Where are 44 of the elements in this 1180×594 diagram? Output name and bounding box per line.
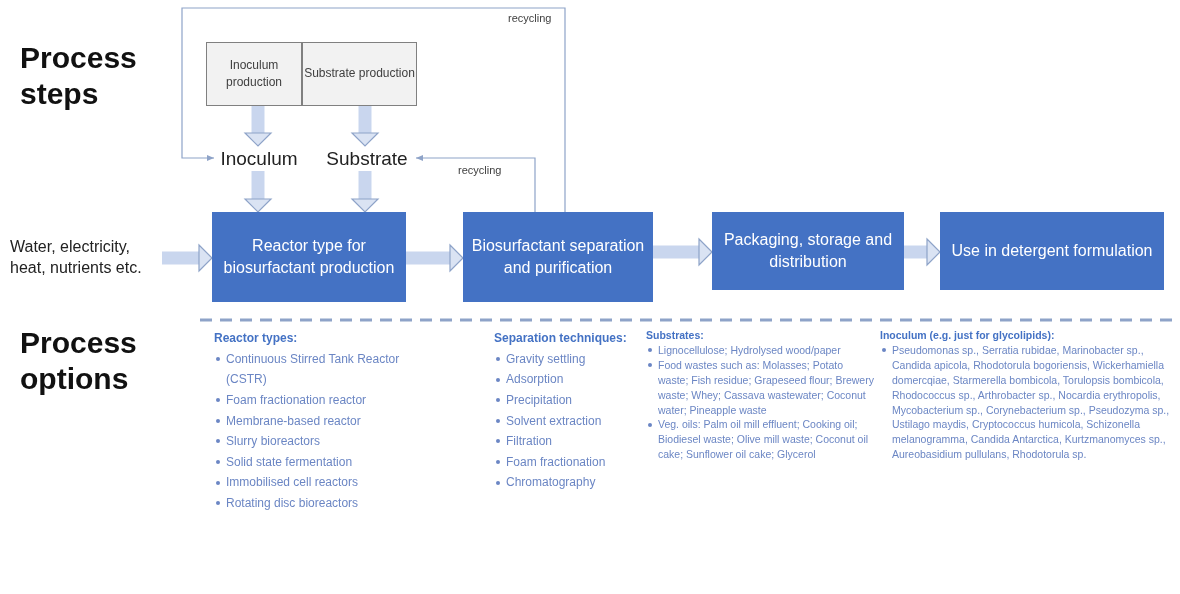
list-item: Veg. oils: Palm oil mill effluent; Cooking oil; Biodiesel waste; Olive mill waste; Coconut oil cake; Sunflower oil cake; Glycerol bbox=[658, 417, 870, 463]
list-item: Membrane-based reactor bbox=[226, 412, 362, 430]
list-item: Adsorption bbox=[506, 371, 565, 389]
edge-label: recycling bbox=[456, 164, 504, 176]
list-item: Pseudomonas sp., Serratia rubidae, Marinobacter sp., Candida apicola, Rhodotorula bogoriensis, Wickerhamiella domercqiae, Starmerella bombicola, Torulopsis bombicola, Rhodococcus sp., Arthrobacter sp., Nocardia erythropolis, Mycobacterium sp., Corynebacterium sp., Pseudozyma sp., Ustilago maydis, Cryptococcus humicola, Schizonella melanogramma, Candida Antarctica, Kurtzmanomyces sp., Aureobasidium pullulans, Rhodotorula sp. bbox=[892, 342, 1171, 463]
block-arrow bbox=[406, 244, 464, 272]
section-heading: Process steps bbox=[20, 40, 138, 112]
list-item: Foam fractionation bbox=[506, 453, 607, 471]
list-item: Precipitation bbox=[506, 391, 574, 409]
list-item: Rotating disc bioreactors bbox=[226, 495, 360, 512]
block-arrow bbox=[244, 106, 272, 147]
list-item: Solvent extraction bbox=[506, 412, 603, 430]
step-label: Substrate bbox=[318, 146, 416, 171]
list-item: Slurry bioreactors bbox=[226, 433, 322, 451]
block-arrow bbox=[351, 171, 379, 213]
arrow bbox=[181, 7, 566, 213]
process-box: Inoculum production bbox=[206, 42, 302, 106]
process-box: Use in detergent formulation bbox=[940, 212, 1164, 290]
block-arrow bbox=[244, 171, 272, 213]
section-heading: Process options bbox=[20, 325, 138, 397]
process-box: Biosurfactant separation and purification bbox=[463, 212, 653, 302]
list-item: Food wastes such as: Molasses; Potato waste; Fish residue; Grapeseed flour; Brewery waste; Whey; Cassava wastewater; Coconut water; Pineapple waste bbox=[658, 357, 874, 418]
list-heading: Separation techniques: bbox=[494, 330, 628, 347]
block-arrow bbox=[351, 106, 379, 147]
process-box: Reactor type for biosurfactant production bbox=[212, 212, 406, 302]
edge-label: recycling bbox=[506, 12, 554, 24]
list-heading: Reactor types: bbox=[214, 330, 299, 347]
list-heading: Inoculum (e.g. just for glycolipids): bbox=[880, 328, 1056, 343]
list-item: Filtration bbox=[506, 433, 553, 451]
process-box: Substrate production bbox=[302, 42, 417, 106]
input-label: Water, electricity, heat, nutrients etc. bbox=[10, 216, 162, 300]
list-item: Lignocellulose; Hydrolysed wood/paper bbox=[658, 342, 842, 358]
arrow bbox=[415, 155, 536, 213]
block-arrow bbox=[904, 238, 941, 266]
list-item: Solid state fermentation bbox=[226, 453, 354, 471]
step-label: Inoculum bbox=[214, 146, 304, 171]
list-item: Chromatography bbox=[506, 474, 597, 492]
list-item: Continuous Stirred Tank Reactor (CSTR) bbox=[226, 350, 401, 389]
process-box: Packaging, storage and distribution bbox=[712, 212, 904, 290]
list-heading: Substrates: bbox=[646, 328, 705, 343]
list-item: Immobilised cell reactors bbox=[226, 474, 360, 492]
list-item: Foam fractionation reactor bbox=[226, 391, 368, 409]
list-item: Gravity settling bbox=[506, 350, 587, 368]
block-arrow bbox=[162, 244, 213, 272]
